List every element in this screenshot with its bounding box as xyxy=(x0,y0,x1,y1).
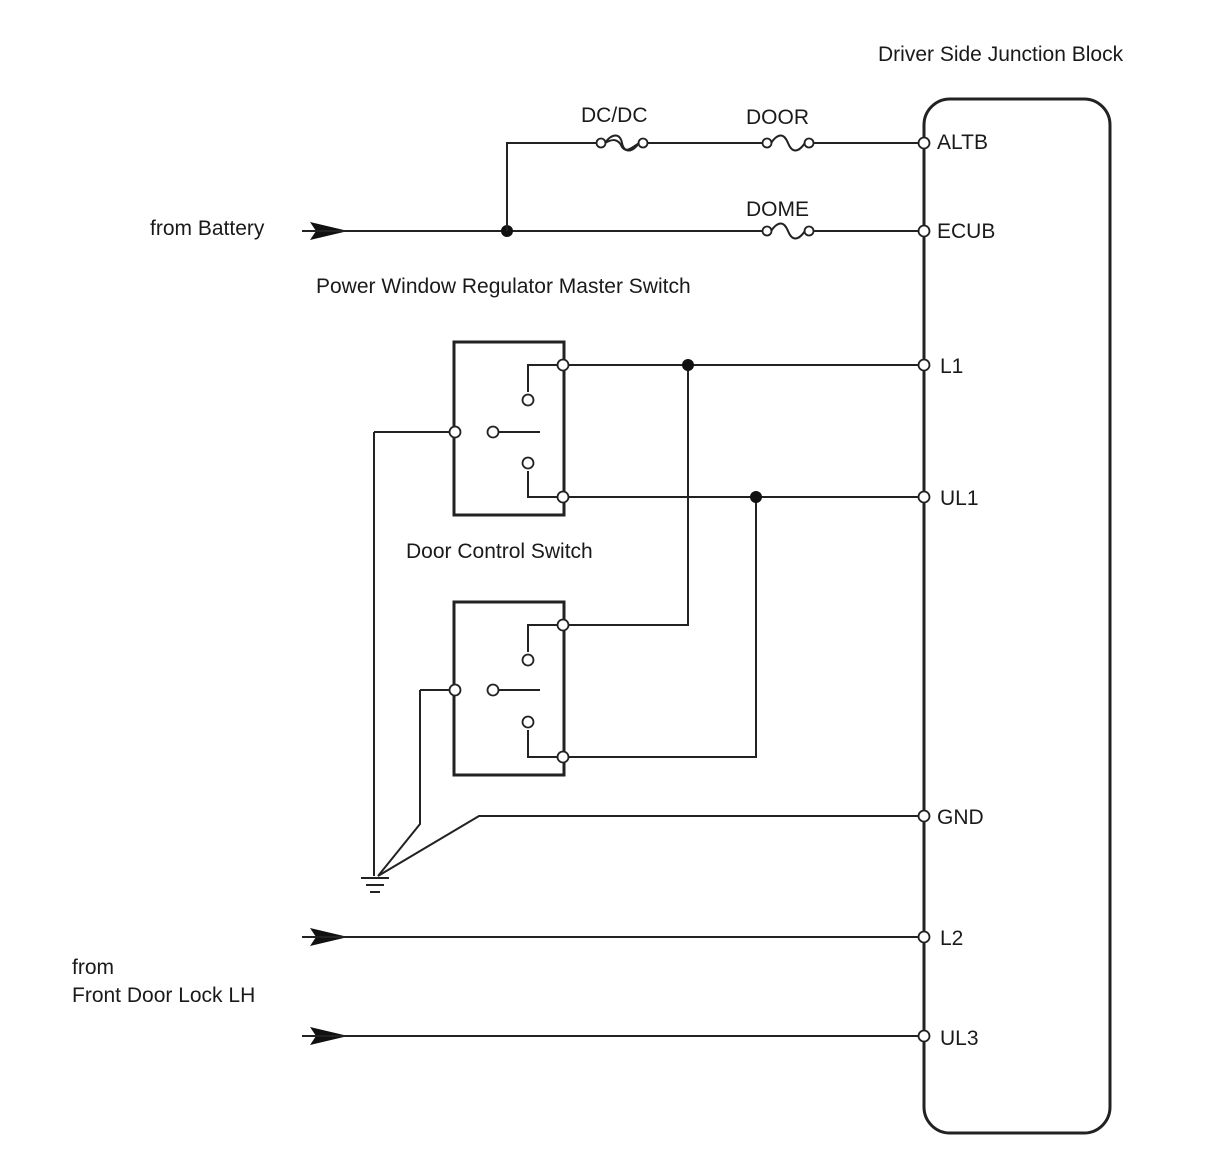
wire-gnd-ground xyxy=(377,815,924,877)
terminal-label-l2: L2 xyxy=(940,927,963,950)
terminal-label-ul3: UL3 xyxy=(940,1027,979,1050)
door-control-switch-label: Door Control Switch xyxy=(406,540,593,563)
switch-terminal xyxy=(556,490,570,504)
master-switch-label: Power Window Regulator Master Switch xyxy=(316,275,691,298)
terminal-label-ul1: UL1 xyxy=(940,487,979,510)
door-fuse-label: DOOR xyxy=(746,106,809,129)
switch-terminal xyxy=(486,425,500,439)
terminal-label-gnd: GND xyxy=(937,806,984,829)
terminal-ul1 xyxy=(917,490,931,504)
switch-terminal xyxy=(486,683,500,697)
door-control-switch-symbol xyxy=(452,600,566,777)
terminal-l2 xyxy=(917,930,931,944)
dcdc-fuse-label: DC/DC xyxy=(581,104,648,127)
door-fuse-icon xyxy=(761,134,815,152)
ground-icon xyxy=(361,877,389,893)
terminal-ecub xyxy=(917,224,931,238)
switch-terminal xyxy=(556,358,570,372)
terminal-ul3 xyxy=(917,1029,931,1043)
wire-door-switch-ul1 xyxy=(563,497,757,758)
dome-fuse-label: DOME xyxy=(746,198,809,221)
dome-fuse-icon xyxy=(761,222,815,240)
terminal-altb xyxy=(917,136,931,150)
switch-terminal xyxy=(448,425,462,439)
master-switch-symbol xyxy=(452,340,566,517)
junction-block-title: Driver Side Junction Block xyxy=(878,43,1124,66)
terminal-label-l1: L1 xyxy=(940,355,963,378)
terminal-l1 xyxy=(917,358,931,372)
terminal-label-altb: ALTB xyxy=(937,131,988,154)
terminal-gnd xyxy=(917,809,931,823)
junction-dot-l1 xyxy=(682,359,694,371)
junction-block-outline xyxy=(922,97,1112,1135)
switch-terminal xyxy=(556,750,570,764)
from-front-door-label-line2: Front Door Lock LH xyxy=(72,984,255,1007)
switch-terminal xyxy=(556,618,570,632)
wire-branch-altb xyxy=(506,142,598,231)
wire-door-ground xyxy=(377,690,421,877)
dcdc-fuse-icon xyxy=(595,134,649,152)
switch-terminal xyxy=(448,683,462,697)
terminal-label-ecub: ECUB xyxy=(937,220,995,243)
wire-door-switch-l1 xyxy=(563,365,689,626)
from-front-door-label-line1: from xyxy=(72,956,114,979)
junction-dot-ul1 xyxy=(750,491,762,503)
from-battery-label: from Battery xyxy=(150,217,265,240)
